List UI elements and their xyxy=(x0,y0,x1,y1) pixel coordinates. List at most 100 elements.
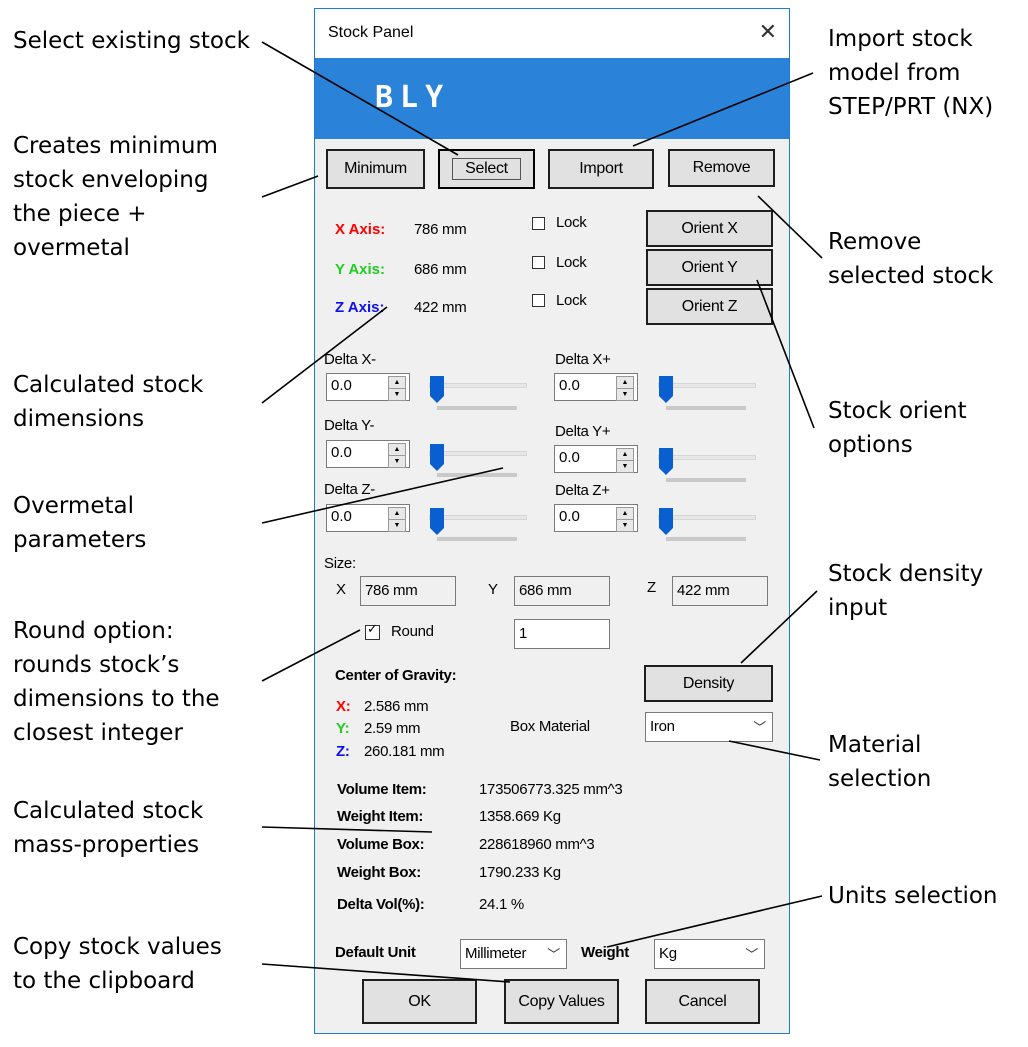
delta-x-plus-slider[interactable] xyxy=(656,373,756,413)
stepper-down-icon[interactable]: ▼ xyxy=(616,388,634,401)
copy-values-button[interactable]: Copy Values xyxy=(504,979,619,1024)
callout-line-minimum xyxy=(261,175,319,198)
delta-vol-label: Delta Vol(%): xyxy=(337,896,425,913)
callout-line-density xyxy=(740,590,818,664)
lock-z-label: Lock xyxy=(556,292,587,309)
callout-line-material xyxy=(728,740,821,761)
lock-y-checkbox[interactable] xyxy=(532,256,545,269)
default-unit-select[interactable]: Millimeter﹀ xyxy=(460,939,567,969)
delta-z-plus-stepper[interactable]: 0.0 ▲▼ xyxy=(554,504,638,532)
chevron-down-icon: ﹀ xyxy=(547,947,560,962)
cog-y-label: Y: xyxy=(336,720,350,737)
ok-button[interactable]: OK xyxy=(362,979,477,1024)
stepper-down-icon[interactable]: ▼ xyxy=(616,519,634,532)
stepper-down-icon[interactable]: ▼ xyxy=(388,519,406,532)
slider-thumb[interactable] xyxy=(659,376,673,403)
delta-z-minus-label: Delta Z- xyxy=(324,481,375,498)
delta-y-plus-label: Delta Y+ xyxy=(555,423,611,440)
y-axis-label: Y Axis: xyxy=(335,261,386,278)
delta-x-plus-stepper[interactable]: 0.0 ▲▼ xyxy=(554,373,638,401)
volume-box-value: 228618960 mm^3 xyxy=(479,836,595,853)
window-title: Stock Panel xyxy=(328,24,414,41)
select-button[interactable]: Select xyxy=(438,149,535,189)
size-x-field: 786 mm xyxy=(360,576,456,606)
callout-line-units xyxy=(606,895,823,948)
delta-y-minus-stepper[interactable]: 0.0 ▲▼ xyxy=(326,440,410,468)
remove-button[interactable]: Remove xyxy=(668,149,775,187)
cancel-button[interactable]: Cancel xyxy=(645,979,760,1024)
orient-y-button[interactable]: Orient Y xyxy=(646,249,773,286)
delta-x-minus-label: Delta X- xyxy=(324,351,376,368)
delta-z-minus-slider[interactable] xyxy=(427,505,527,545)
orient-z-button[interactable]: Orient Z xyxy=(646,288,773,325)
cog-x-value: 2.586 mm xyxy=(364,698,429,715)
delta-y-minus-slider[interactable] xyxy=(427,441,527,481)
size-y-field: 686 mm xyxy=(514,576,610,606)
weight-unit-label: Weight xyxy=(581,944,629,961)
slider-thumb[interactable] xyxy=(430,508,444,535)
callout-line-copy xyxy=(261,963,511,983)
weight-item-label: Weight Item: xyxy=(337,808,424,825)
weight-item-value: 1358.669 Kg xyxy=(479,808,561,825)
volume-item-value: 173506773.325 mm^3 xyxy=(479,781,623,798)
delta-vol-value: 24.1 % xyxy=(479,896,524,913)
box-material-label: Box Material xyxy=(510,718,590,735)
stepper-down-icon[interactable]: ▼ xyxy=(388,455,406,468)
stepper-down-icon[interactable]: ▼ xyxy=(616,460,634,473)
delta-z-minus-stepper[interactable]: 0.0 ▲▼ xyxy=(326,504,410,532)
slider-thumb[interactable] xyxy=(659,508,673,535)
default-unit-label: Default Unit xyxy=(335,944,416,961)
check-icon: ✓ xyxy=(367,621,378,636)
lock-z-checkbox[interactable] xyxy=(532,294,545,307)
import-button[interactable]: Import xyxy=(548,149,654,189)
slider-thumb[interactable] xyxy=(430,376,444,403)
stepper-down-icon[interactable]: ▼ xyxy=(388,388,406,401)
lock-x-label: Lock xyxy=(556,214,587,231)
lock-y-label: Lock xyxy=(556,254,587,271)
cog-z-label: Z: xyxy=(336,743,350,760)
orient-x-button[interactable]: Orient X xyxy=(646,210,773,247)
delta-y-plus-stepper[interactable]: 0.0 ▲▼ xyxy=(554,445,638,473)
delta-x-minus-slider[interactable] xyxy=(427,373,527,413)
minimum-button[interactable]: Minimum xyxy=(326,149,425,189)
chevron-down-icon: ﹀ xyxy=(745,947,758,962)
callout-line-overmetal xyxy=(261,467,504,524)
size-y-label: Y xyxy=(488,581,498,598)
slider-thumb[interactable] xyxy=(659,448,673,475)
volume-item-label: Volume Item: xyxy=(337,781,427,798)
delta-z-plus-slider[interactable] xyxy=(656,505,756,545)
chevron-down-icon: ﹀ xyxy=(753,720,766,735)
bly-logo: BLY xyxy=(375,80,451,115)
size-x-label: X xyxy=(336,581,346,598)
lock-x-checkbox[interactable] xyxy=(532,217,545,230)
density-button[interactable]: Density xyxy=(644,665,773,702)
cog-x-label: X: xyxy=(336,698,351,715)
weight-box-label: Weight Box: xyxy=(337,864,421,881)
callout-line-select xyxy=(261,41,459,156)
delta-x-minus-stepper[interactable]: 0.0 ▲▼ xyxy=(326,373,410,401)
close-icon[interactable]: ✕ xyxy=(758,19,777,44)
z-axis-value: 422 mm xyxy=(414,299,467,316)
annotation-units-selection: Units selection xyxy=(828,883,998,909)
round-checkbox[interactable]: ✓ xyxy=(365,621,380,640)
delta-x-plus-label: Delta X+ xyxy=(555,351,611,368)
x-axis-value: 786 mm xyxy=(414,221,467,238)
cog-title: Center of Gravity: xyxy=(335,667,457,684)
delta-y-plus-slider[interactable] xyxy=(656,445,756,485)
round-value-input[interactable]: 1 xyxy=(514,619,610,649)
cog-y-value: 2.59 mm xyxy=(364,720,421,737)
z-axis-label: Z Axis: xyxy=(335,299,385,316)
material-select[interactable]: Iron﹀ xyxy=(645,712,773,742)
slider-thumb[interactable] xyxy=(430,444,444,471)
weight-unit-select[interactable]: Kg﹀ xyxy=(654,939,765,969)
